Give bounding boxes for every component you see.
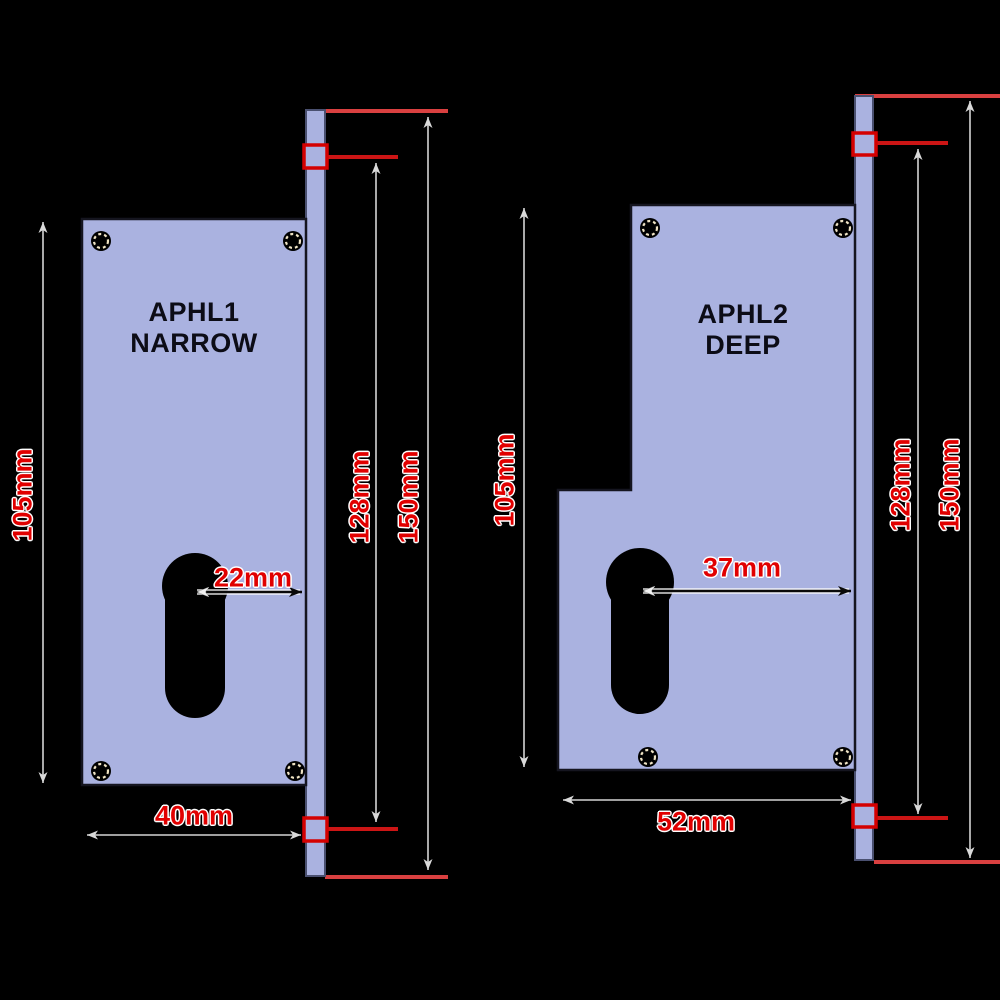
right-screw-hole-bottom-left: [638, 747, 658, 767]
right-screw-hole-top-left: [640, 218, 660, 238]
left-fixing-centres-dim-label: 128mm: [344, 450, 375, 544]
left-screw-hole-bottom-left: [91, 761, 111, 781]
left-plate-title: APHL1 NARROW: [82, 297, 306, 359]
right-faceplate-dim-label: 150mm: [934, 438, 965, 532]
right-screw-hole-bottom-right: [833, 747, 853, 767]
left-faceplate-dim-label: 150mm: [393, 450, 424, 544]
left-screw-hole-top-right: [283, 231, 303, 251]
right-height-dim-label: 105mm: [489, 433, 520, 527]
left-plate-model: APHL1: [148, 297, 240, 327]
right-euro-cylinder-cutout: [606, 548, 674, 714]
left-euro-cylinder-cutout: [162, 553, 228, 718]
left-backset-dim-label: 22mm: [213, 562, 293, 593]
left-plate-variant: NARROW: [130, 328, 258, 358]
right-screw-hole-top-right: [833, 218, 853, 238]
right-plate-model: APHL2: [697, 299, 789, 329]
right-width-dim-label: 52mm: [656, 806, 736, 837]
right-plate-title: APHL2 DEEP: [631, 299, 855, 361]
right-fixing-centres-dim-label: 128mm: [885, 438, 916, 532]
left-width-dim-label: 40mm: [154, 800, 234, 831]
right-backset-dim-label: 37mm: [702, 552, 782, 583]
right-top-fixing-hole-marker: [851, 131, 878, 157]
right-plate-variant: DEEP: [705, 330, 781, 360]
left-height-dim-label: 105mm: [7, 448, 38, 542]
right-bottom-fixing-hole-marker: [851, 803, 878, 829]
right-faceplate-strip: [854, 95, 874, 861]
left-screw-hole-top-left: [91, 231, 111, 251]
left-bottom-fixing-hole-marker: [302, 816, 329, 843]
right-plate-body: [556, 203, 857, 772]
left-top-fixing-hole-marker: [302, 143, 329, 170]
left-screw-hole-bottom-right: [285, 761, 305, 781]
left-faceplate-strip: [305, 109, 326, 877]
